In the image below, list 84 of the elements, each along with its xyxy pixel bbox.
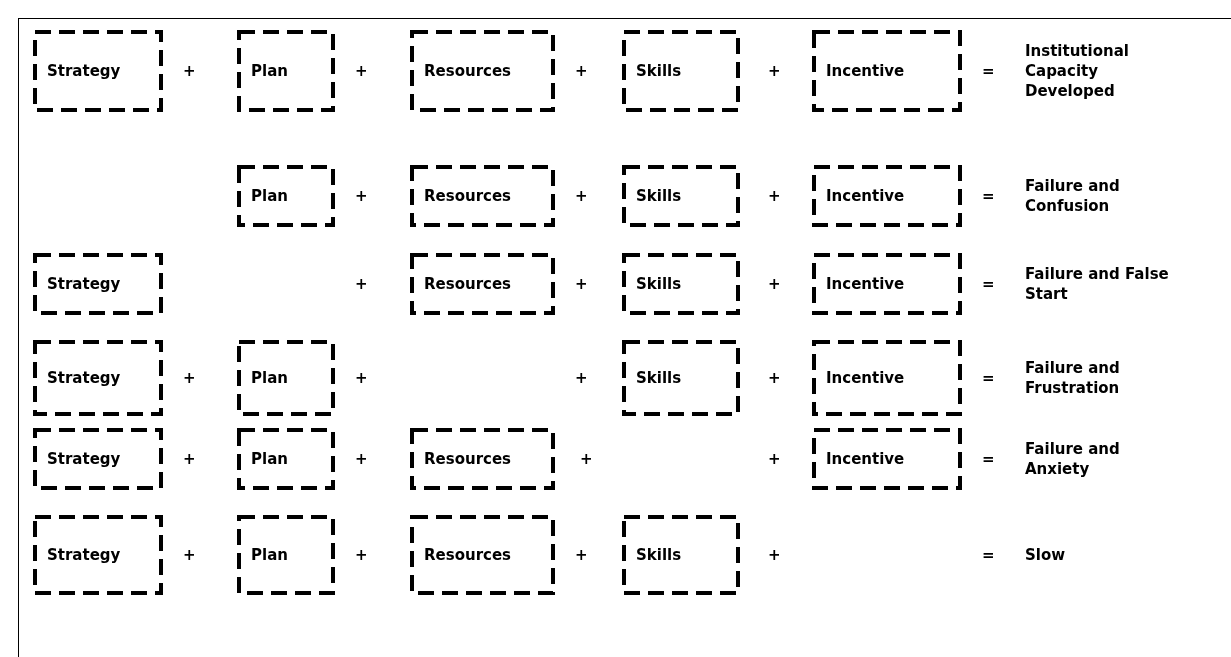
plus-sign: + — [183, 450, 196, 468]
plus-sign: + — [355, 369, 368, 387]
box-label: Incentive — [826, 369, 905, 387]
dashed-box — [410, 165, 555, 227]
result-text: Failure and Anxiety — [1025, 439, 1121, 479]
plus-sign: + — [768, 546, 781, 564]
result-text: Failure and False Start — [1025, 264, 1170, 304]
box-label: Skills — [636, 187, 682, 205]
box-label: Skills — [636, 369, 682, 387]
box-label: Resources — [424, 62, 512, 80]
box-label: Incentive — [826, 187, 905, 205]
dashed-box — [237, 165, 335, 227]
box-label: Incentive — [826, 62, 905, 80]
plus-sign: + — [580, 450, 593, 468]
plus-sign: + — [355, 187, 368, 205]
plus-sign: + — [768, 275, 781, 293]
box-label: Skills — [636, 275, 682, 293]
plus-sign: + — [183, 546, 196, 564]
plus-sign: + — [768, 62, 781, 80]
plus-sign: + — [355, 275, 368, 293]
box-label: Plan — [251, 546, 288, 564]
dashed-box — [33, 253, 163, 315]
dashed-box — [812, 340, 962, 416]
dashed-box — [410, 428, 555, 490]
box-label: Resources — [424, 450, 512, 468]
plus-sign: + — [575, 187, 588, 205]
result-text: Institutional Capacity Developed — [1025, 41, 1130, 101]
dashed-box — [237, 340, 335, 416]
dashed-box — [33, 428, 163, 490]
equals-sign: = — [982, 187, 995, 205]
dashed-box — [622, 30, 740, 112]
dashed-box — [622, 165, 740, 227]
box-label: Plan — [251, 62, 288, 80]
equals-sign: = — [982, 369, 995, 387]
dashed-box — [237, 428, 335, 490]
dashed-box — [410, 30, 555, 112]
box-label: Plan — [251, 369, 288, 387]
plus-sign: + — [183, 62, 196, 80]
plus-sign: + — [575, 62, 588, 80]
box-label: Incentive — [826, 450, 905, 468]
equals-sign: = — [982, 450, 995, 468]
box-label: Resources — [424, 546, 512, 564]
box-label: Plan — [251, 450, 288, 468]
box-label: Strategy — [47, 450, 121, 468]
box-label: Resources — [424, 275, 512, 293]
equals-sign: = — [982, 62, 995, 80]
result-text: Failure and Frustration — [1025, 358, 1121, 398]
result-text: Slow — [1025, 545, 1067, 565]
plus-sign: + — [768, 369, 781, 387]
dashed-box — [33, 340, 163, 416]
dashed-box — [622, 515, 740, 595]
plus-sign: + — [355, 62, 368, 80]
box-label: Incentive — [826, 275, 905, 293]
plus-sign: + — [575, 275, 588, 293]
plus-sign: + — [575, 546, 588, 564]
box-label: Skills — [636, 62, 682, 80]
box-label: Strategy — [47, 62, 121, 80]
plus-sign: + — [183, 369, 196, 387]
dashed-box — [812, 165, 962, 227]
box-label: Resources — [424, 187, 512, 205]
box-label: Strategy — [47, 369, 121, 387]
box-label: Skills — [636, 546, 682, 564]
plus-sign: + — [355, 546, 368, 564]
plus-sign: + — [355, 450, 368, 468]
dashed-box — [622, 253, 740, 315]
dashed-box — [622, 340, 740, 416]
box-label: Strategy — [47, 546, 121, 564]
plus-sign: + — [768, 450, 781, 468]
equals-sign: = — [982, 275, 995, 293]
dashed-box — [812, 428, 962, 490]
plus-sign: + — [575, 369, 588, 387]
dashed-box — [237, 30, 335, 112]
plus-sign: + — [768, 187, 781, 205]
dashed-box — [812, 253, 962, 315]
result-text: Failure and Confusion — [1025, 176, 1121, 216]
dashed-box — [410, 515, 555, 595]
dashed-box — [237, 515, 335, 595]
box-label: Strategy — [47, 275, 121, 293]
dashed-box — [33, 30, 163, 112]
dashed-box — [410, 253, 555, 315]
box-label: Plan — [251, 187, 288, 205]
dashed-box — [33, 515, 163, 595]
dashed-box — [812, 30, 962, 112]
equals-sign: = — [982, 546, 995, 564]
